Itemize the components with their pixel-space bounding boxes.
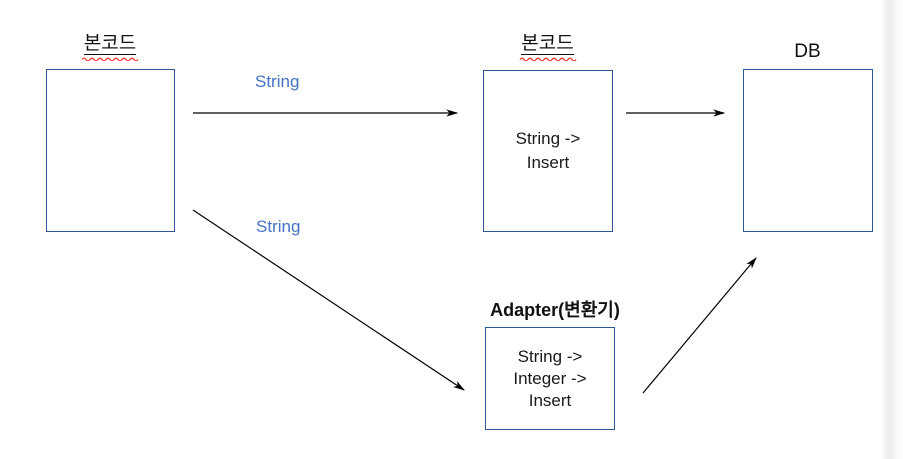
adapter-box-line-2: Integer -> — [513, 368, 587, 388]
arrow-source-to-adapter — [192, 209, 465, 391]
adapter-box-label-text: Adapter(변환기) — [490, 300, 620, 320]
arrow-adapter-to-db — [642, 257, 757, 394]
db-box-label: DB — [743, 41, 872, 62]
adapter-box-line-3: Insert — [528, 390, 572, 410]
main-box-line-2: Insert — [526, 153, 570, 172]
page-edge-shade — [881, 0, 903, 459]
main-box-label: 본코드 — [483, 33, 612, 61]
arrow-label-string-bottom: String — [256, 217, 301, 236]
arrow-label-string-top: String — [255, 72, 300, 91]
adapter-box-line-1: String -> — [517, 346, 583, 366]
db-box — [743, 69, 873, 232]
source-box — [46, 69, 175, 232]
adapter-box-label: Adapter(변환기) — [470, 300, 640, 321]
main-box: String -> Insert — [483, 70, 613, 232]
spellcheck-squiggle-icon — [518, 57, 577, 61]
main-box-line-1: String -> — [515, 129, 581, 148]
source-box-label: 본코드 — [46, 33, 174, 61]
db-box-label-text: DB — [794, 41, 821, 62]
spellcheck-squiggle-icon — [81, 57, 139, 61]
main-box-label-text: 본코드 — [521, 33, 574, 55]
adapter-box: String -> Integer -> Insert — [485, 327, 615, 430]
source-box-label-text: 본코드 — [83, 33, 137, 55]
